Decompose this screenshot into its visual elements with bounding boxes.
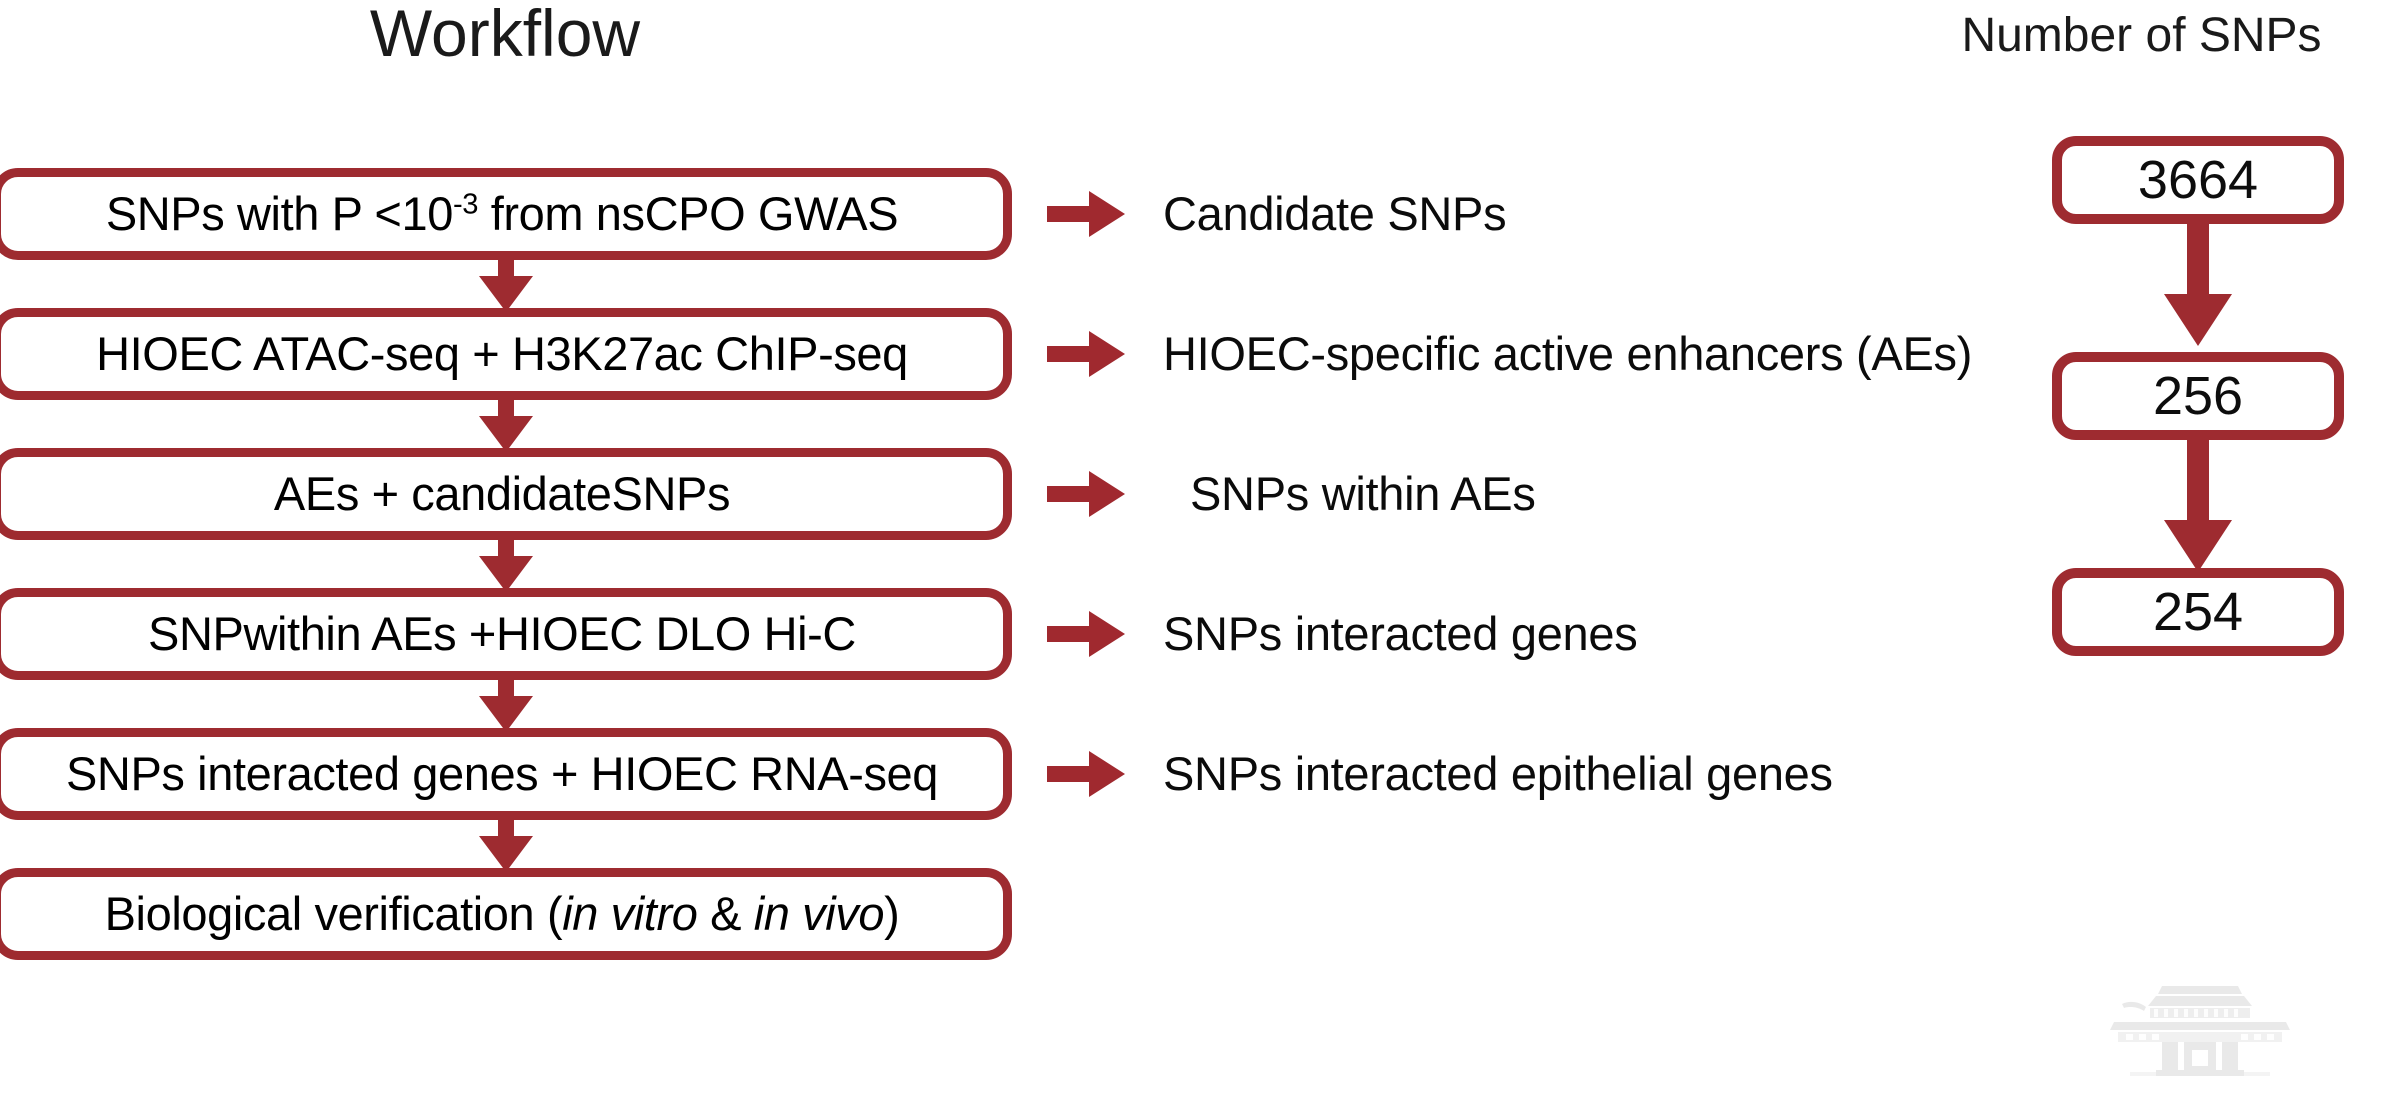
right-arrow-icon-3 (1047, 471, 1125, 517)
workflow-step-label-2: HIOEC ATAC-seq + H3K27ac ChIP-seq (96, 326, 908, 380)
snp-count-box-3[interactable]: 254 (2052, 568, 2344, 656)
workflow-step-label-5: SNPs interacted genes + HIOEC RNA-seq (65, 746, 939, 800)
workflow-step-label-6: Biological verification (in vitro & in v… (104, 886, 900, 940)
right-arrow-icon-5 (1047, 751, 1125, 797)
right-arrow-shaft (1047, 766, 1093, 782)
right-arrow-shaft (1047, 486, 1093, 502)
workflow-step-box-4[interactable]: SNPwithin AEs +HIOEC DLO Hi-C (0, 588, 1012, 680)
down-arrow-icon-1 (479, 252, 533, 312)
snp-count-value-3: 254 (2152, 582, 2244, 642)
right-arrow-icon-1 (1047, 191, 1125, 237)
down-arrow-head (479, 556, 533, 592)
institution-gate-watermark-icon (2100, 960, 2300, 1080)
outcome-label-1: Candidate SNPs (1163, 187, 1507, 240)
right-arrow-icon-4 (1047, 611, 1125, 657)
workflow-step-label-4: SNPwithin AEs +HIOEC DLO Hi-C (148, 606, 856, 660)
workflow-step-box-5[interactable]: SNPs interacted genes + HIOEC RNA-seq (0, 728, 1012, 820)
down-arrow-icon-3 (479, 532, 533, 592)
snp-count-box-1[interactable]: 3664 (2052, 136, 2344, 224)
outcome-label-2: HIOEC-specific active enhancers (AEs) (1163, 327, 1973, 380)
right-arrow-head (1089, 751, 1125, 797)
workflow-step-box-1[interactable]: SNPs with P <10-3 from nsCPO GWAS (0, 168, 1012, 260)
snp-count-value-1: 3664 (2137, 150, 2259, 210)
down-arrow-icon-count-1 (2164, 224, 2232, 346)
down-arrow-icon-5 (479, 812, 533, 872)
down-arrow-head (2164, 294, 2232, 346)
down-arrow-head (479, 276, 533, 312)
right-arrow-icon-2 (1047, 331, 1125, 377)
number-of-snps-title: Number of SNPs (1961, 9, 2322, 62)
down-arrow-icon-count-2 (2164, 440, 2232, 572)
right-arrow-shaft (1047, 206, 1093, 222)
down-arrow-shaft (2187, 224, 2209, 302)
workflow-step-box-3[interactable]: AEs + candidateSNPs (0, 448, 1012, 540)
workflow-step-label-3: AEs + candidateSNPs (273, 466, 731, 520)
snp-count-box-2[interactable]: 256 (2052, 352, 2344, 440)
outcome-label-4: SNPs interacted genes (1163, 607, 1638, 660)
workflow-step-label-1: SNPs with P <10-3 from nsCPO GWAS (105, 186, 899, 240)
snp-count-value-2: 256 (2152, 366, 2244, 426)
down-arrow-head (479, 696, 533, 732)
down-arrow-head (2164, 520, 2232, 572)
down-arrow-shaft (498, 392, 514, 422)
down-arrow-icon-4 (479, 672, 533, 732)
down-arrow-shaft (2187, 440, 2209, 528)
down-arrow-head (479, 416, 533, 452)
down-arrow-shaft (498, 672, 514, 702)
workflow-step-box-6[interactable]: Biological verification (in vitro & in v… (0, 868, 1012, 960)
down-arrow-shaft (498, 532, 514, 562)
right-arrow-head (1089, 611, 1125, 657)
outcome-label-5: SNPs interacted epithelial genes (1163, 747, 1833, 800)
right-arrow-head (1089, 471, 1125, 517)
right-arrow-head (1089, 331, 1125, 377)
down-arrow-icon-2 (479, 392, 533, 452)
right-arrow-head (1089, 191, 1125, 237)
outcome-label-3: SNPs within AEs (1190, 467, 1536, 520)
down-arrow-shaft (498, 812, 514, 842)
right-arrow-shaft (1047, 626, 1093, 642)
down-arrow-shaft (498, 252, 514, 282)
workflow-title: Workflow (369, 0, 641, 70)
down-arrow-head (479, 836, 533, 872)
workflow-step-box-2[interactable]: HIOEC ATAC-seq + H3K27ac ChIP-seq (0, 308, 1012, 400)
right-arrow-shaft (1047, 346, 1093, 362)
